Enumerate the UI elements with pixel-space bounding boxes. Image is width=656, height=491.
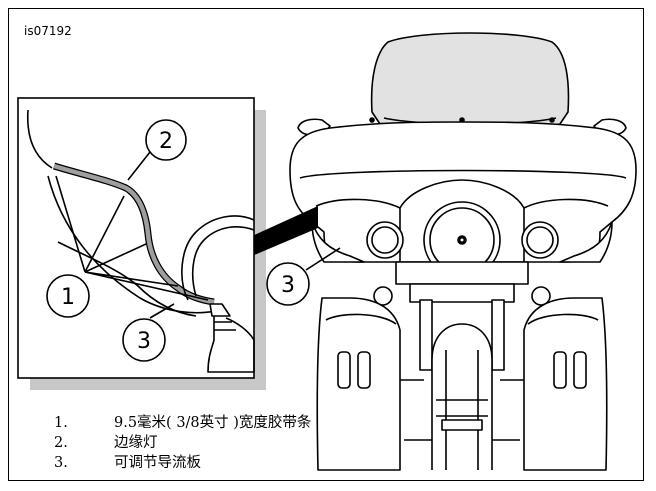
inset-lamp (181, 215, 255, 301)
motorcycle-front-view (289, 32, 637, 471)
left-deflector (311, 221, 365, 263)
legend-number: 2. (54, 435, 68, 451)
legend-text: 9.5毫米( 3/8英寸 )宽度胶带条 (114, 415, 312, 431)
legend-item: 1. 9.5毫米( 3/8英寸 )宽度胶带条 (54, 413, 311, 433)
legend-item: 2. 边缘灯 (54, 433, 311, 453)
callout-1: 1 (61, 285, 75, 310)
legend: 1. 9.5毫米( 3/8英寸 )宽度胶带条 2. 边缘灯 3. 可调节导流板 (54, 413, 311, 473)
windshield (370, 32, 570, 130)
zoom-wedge (252, 206, 318, 256)
front-fender (431, 323, 493, 470)
legend-text: 可调节导流板 (114, 455, 201, 471)
callout-3-main: 3 (281, 273, 295, 298)
legend-number: 1. (54, 415, 68, 431)
callout-2: 2 (159, 129, 173, 154)
callout-3-inset: 3 (137, 329, 151, 354)
legend-text: 边缘灯 (114, 435, 158, 451)
inset-deflector (57, 241, 197, 317)
right-deflector (559, 221, 613, 263)
detail-inset: 2 1 3 3 (17, 97, 341, 390)
figure-id: is07192 (24, 24, 72, 38)
legend-item: 3. 可调节导流板 (54, 453, 311, 473)
legend-number: 3. (54, 455, 68, 471)
